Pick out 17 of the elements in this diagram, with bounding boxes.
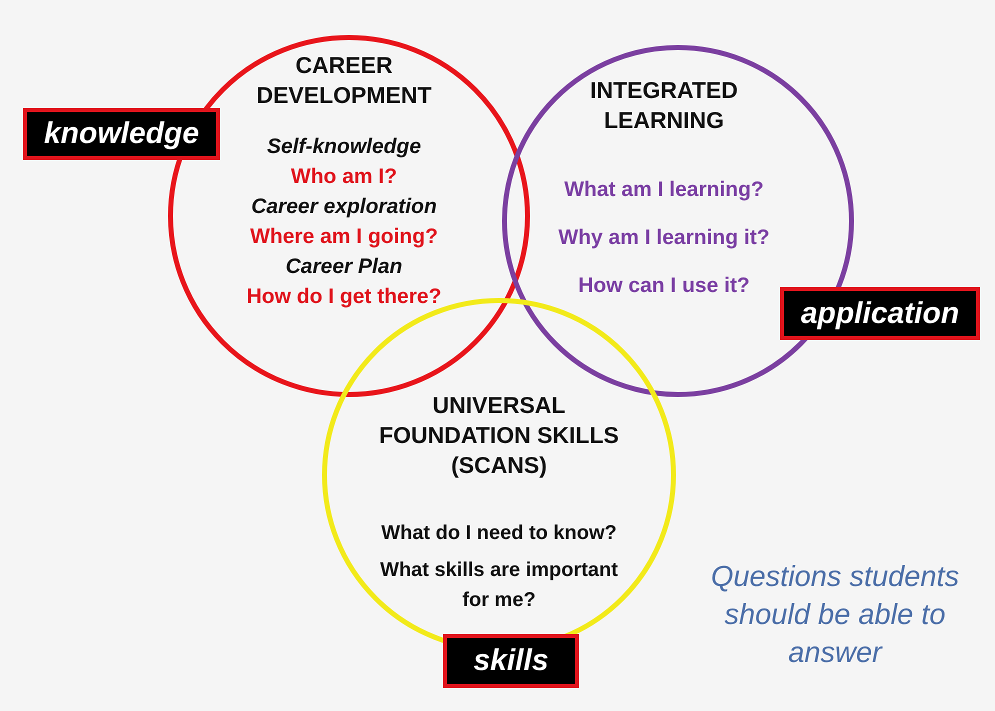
label-tag: knowledge bbox=[23, 108, 220, 160]
question-text: Where am I going? bbox=[249, 224, 439, 250]
question-text: How can I use it? bbox=[577, 273, 751, 299]
question-text: What am I learning? bbox=[563, 177, 765, 203]
circle-heading: CAREER DEVELOPMENT bbox=[255, 51, 433, 110]
question-text: What skills are important for me? bbox=[379, 558, 619, 613]
question-text: Why am I learning it? bbox=[557, 225, 771, 251]
label-tag: skills bbox=[443, 634, 579, 688]
topic-text: Career exploration bbox=[250, 194, 438, 220]
circle-heading: UNIVERSAL FOUNDATION SKILLS (SCANS) bbox=[378, 391, 620, 480]
caption-note: Questions students should be able to answer bbox=[710, 560, 960, 671]
question-text: Who am I? bbox=[290, 164, 398, 190]
topic-text: Career Plan bbox=[284, 254, 404, 280]
question-text: How do I get there? bbox=[246, 284, 442, 310]
question-text: What do I need to know? bbox=[380, 521, 618, 546]
circle-heading: INTEGRATED LEARNING bbox=[589, 76, 739, 135]
label-tag: application bbox=[780, 287, 980, 340]
